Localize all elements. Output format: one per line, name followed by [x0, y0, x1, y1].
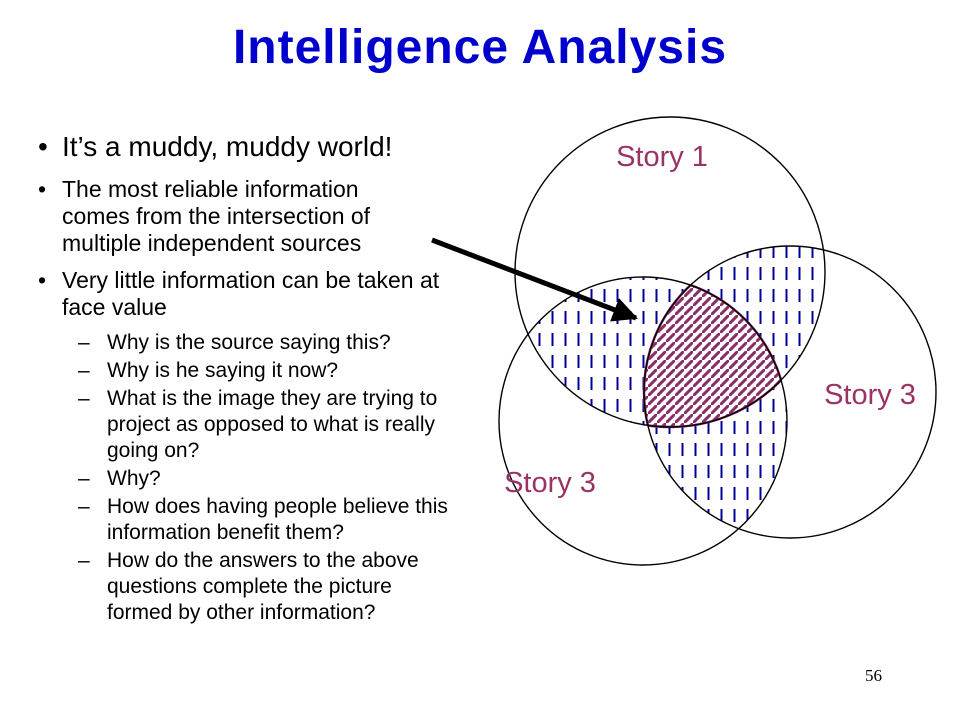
bullet-item: • Very little information can be taken a…	[28, 267, 488, 321]
venn-lens-right-bottom	[644, 277, 787, 538]
dash-glyph: –	[78, 466, 90, 490]
bullet-glyph: •	[38, 131, 48, 162]
venn-circle-story3-bottom	[498, 276, 788, 566]
sub-bullet-item: – Why is he saying it now?	[78, 358, 488, 384]
bullet-text: The most reliable information comes from…	[62, 176, 371, 257]
sub-bullet-item: – What is the image they are trying to p…	[78, 386, 488, 464]
sub-bullet-text: How do the answers to the above question…	[107, 549, 419, 625]
bullet-text: It’s a muddy, muddy world!	[62, 131, 393, 162]
sub-bullet-text: Why is he saying it now?	[107, 358, 339, 382]
bullet-glyph: •	[38, 266, 47, 293]
sub-bullet-text: Why?	[107, 466, 161, 490]
venn-center-intersection	[644, 277, 787, 427]
venn-lens-top-right	[644, 246, 825, 427]
sub-bullet-text: What is the image they are trying to pro…	[107, 386, 438, 462]
venn-circle-story3-right	[643, 245, 937, 539]
sub-bullet-text: How does having people believe this info…	[107, 495, 448, 545]
dash-glyph: –	[78, 495, 90, 518]
dash-glyph: –	[78, 386, 90, 410]
bullet-list: • It’s a muddy, muddy world! • The most …	[28, 131, 488, 628]
bullet-text: Very little information can be taken at …	[62, 266, 440, 320]
dash-glyph: –	[78, 358, 90, 382]
bullet-item: • It’s a muddy, muddy world!	[28, 131, 488, 163]
venn-lens-top-bottom	[515, 277, 787, 427]
bullet-glyph: •	[38, 176, 47, 203]
dash-glyph: –	[78, 330, 90, 354]
dash-glyph: –	[78, 549, 90, 573]
page-number: 56	[865, 666, 882, 685]
bullet-item: • The most reliable information comes fr…	[28, 176, 488, 257]
sub-bullet-item: – How do the answers to the above questi…	[78, 548, 488, 626]
sub-bullet-list: – Why is the source saying this? – Why i…	[78, 330, 488, 626]
venn-label-story3-bottom: Story 3	[504, 467, 596, 499]
venn-label-story3-right: Story 3	[824, 379, 916, 411]
sub-bullet-item: – How does having people believe this in…	[78, 494, 488, 546]
slide-title: Intelligence Analysis	[232, 21, 728, 74]
sub-bullet-item: – Why?	[78, 466, 488, 492]
venn-circle-story1	[514, 116, 826, 428]
sub-bullet-text: Why is the source saying this?	[107, 330, 391, 354]
venn-label-story1: Story 1	[616, 141, 708, 173]
sub-bullet-item: – Why is the source saying this?	[78, 330, 488, 356]
